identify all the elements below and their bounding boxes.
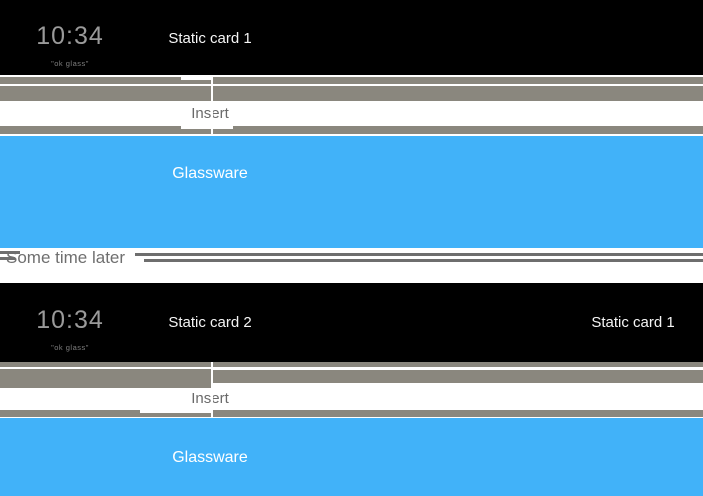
insert-label: Insert xyxy=(191,390,229,407)
glassware-label: Glassware xyxy=(172,165,248,182)
timeline-row-after: 10:34 "ok glass" Static card 2 Static ca… xyxy=(0,283,703,362)
card-boundary-line xyxy=(211,75,213,136)
card-boundary-notch xyxy=(181,77,213,80)
insert-connector-row: Insert xyxy=(0,101,703,126)
static-card-1-label: Static card 1 xyxy=(168,30,252,47)
card-boundary-notch xyxy=(181,126,233,129)
card-boundary-notch xyxy=(140,410,213,413)
separator-line-stub xyxy=(0,251,20,254)
insert-connector-row: Insert xyxy=(0,388,703,410)
glassware-panel-before: Glassware xyxy=(0,136,703,248)
separator-line xyxy=(144,259,703,262)
ok-glass-hint: "ok glass" xyxy=(51,343,89,352)
clock-time: 10:34 xyxy=(36,22,104,50)
timeline-stack-bar xyxy=(212,370,703,383)
clock-time: 10:34 xyxy=(36,306,104,334)
timeline-stack-bar xyxy=(0,362,703,367)
timeline-stack-bar xyxy=(0,86,703,101)
timeline-stack-bar xyxy=(0,77,703,84)
timeline-row-before: 10:34 "ok glass" Static card 1 xyxy=(0,0,703,75)
glassware-panel-after: Glassware xyxy=(0,418,703,496)
timeline-stack-bar xyxy=(0,410,703,417)
timeline-stack-bar xyxy=(0,126,703,134)
separator-line xyxy=(135,253,703,256)
glassware-label: Glassware xyxy=(172,449,248,466)
timeline-stack-bar xyxy=(0,369,212,388)
static-card-1-label: Static card 1 xyxy=(591,314,675,331)
ok-glass-hint: "ok glass" xyxy=(51,59,89,68)
static-card-2-label: Static card 2 xyxy=(168,314,252,331)
separator-line-stub xyxy=(0,257,15,260)
transition-label: Some time later xyxy=(6,248,126,267)
insert-label: Insert xyxy=(191,105,229,122)
card-boundary-line xyxy=(211,362,213,418)
